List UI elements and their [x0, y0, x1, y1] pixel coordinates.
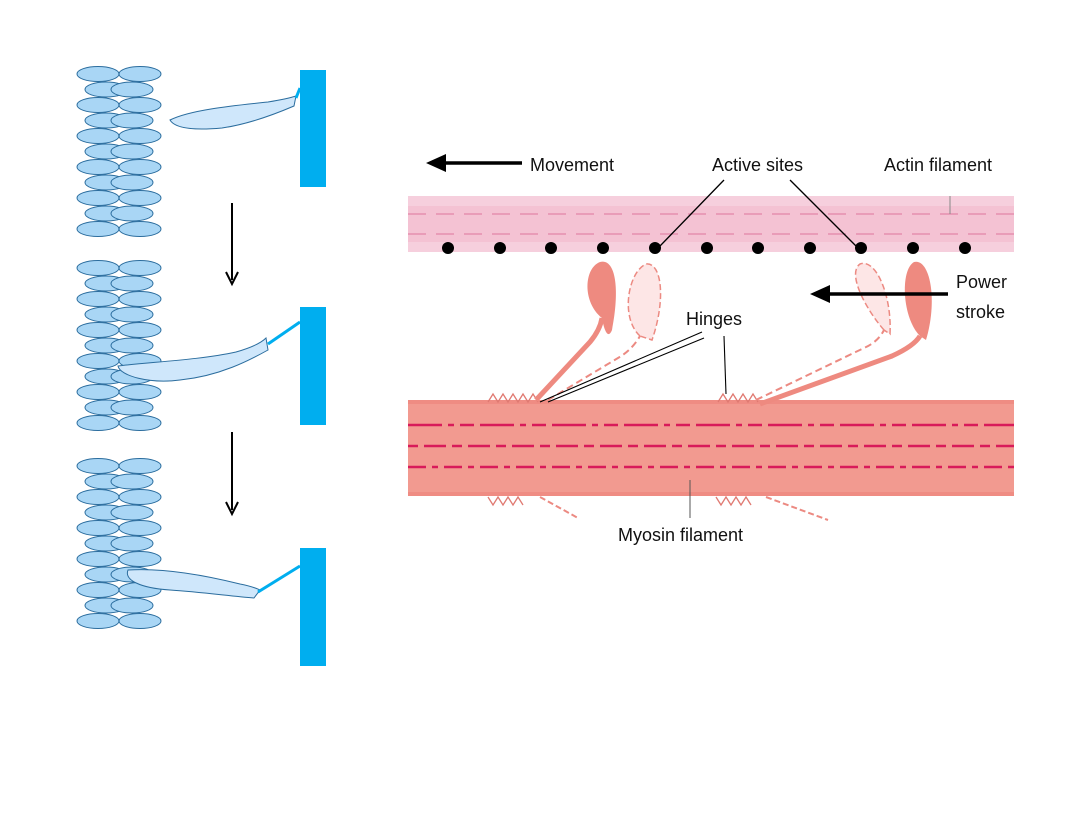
myosin-head [169, 95, 297, 130]
actin-bead [110, 597, 154, 614]
hinges-leader-1 [539, 331, 703, 403]
active-site-dot-11 [959, 242, 971, 254]
actin-bead [76, 291, 120, 307]
label-power: Power [956, 272, 1007, 292]
actin-bead [110, 535, 154, 552]
hinge-right [715, 392, 759, 507]
actin-bead [76, 520, 120, 536]
movement-arrow-icon [426, 154, 522, 172]
label-hinges: Hinges [686, 309, 742, 329]
actin-bead [118, 415, 162, 431]
actin-bead [110, 205, 154, 222]
actin-bead [118, 66, 162, 82]
actin-bead [76, 322, 120, 338]
crossbridge-step-1 [76, 66, 326, 237]
actin-bead [118, 613, 162, 629]
active-site-dot-8 [804, 242, 816, 254]
actin-bead [118, 97, 162, 113]
actin-bead [110, 275, 154, 292]
actin-bead [118, 159, 162, 175]
actin-bead [110, 473, 154, 490]
myosin-head [117, 336, 269, 382]
myosin-head-right-solid [759, 261, 932, 407]
actin-bead [118, 322, 162, 338]
active-site-dot-10 [907, 242, 919, 254]
actin-bead [118, 489, 162, 505]
actin-bead [118, 291, 162, 307]
step-arrow-1 [225, 203, 239, 287]
actin-bead [76, 190, 120, 206]
myosin-neck-line [257, 564, 301, 594]
actin-bead [110, 143, 154, 160]
myosin-thick-bar [300, 307, 326, 425]
actin-bead [118, 384, 162, 400]
active-sites-dots [442, 242, 971, 254]
active-site-dot-4 [597, 242, 609, 254]
actin-bead [76, 415, 120, 431]
active-site-dot-2 [494, 242, 506, 254]
active-site-dot-6 [701, 242, 713, 254]
actin-bead [110, 337, 154, 354]
label-actin-filament: Actin filament [884, 155, 992, 175]
actin-bead [118, 221, 162, 237]
actin-bead [76, 66, 120, 82]
actin-bead [76, 489, 120, 505]
label-myosin-filament: Myosin filament [618, 525, 743, 545]
active-sites-leader-right [789, 179, 857, 247]
hinges-leader-3 [723, 335, 727, 395]
active-site-dot-3 [545, 242, 557, 254]
active-site-dot-7 [752, 242, 764, 254]
step-arrow-2 [225, 432, 239, 517]
label-stroke: stroke [956, 302, 1005, 322]
myosin-head-left-solid [534, 261, 616, 402]
active-site-dot-5 [649, 242, 661, 254]
actin-bead [118, 260, 162, 276]
actin-bead [110, 306, 154, 323]
actin-bead [76, 159, 120, 175]
label-active-sites: Active sites [712, 155, 803, 175]
hinge-left [487, 392, 539, 507]
actin-bead [118, 458, 162, 474]
crossbridge-steps [76, 66, 326, 666]
actin-bead [76, 353, 120, 369]
myosin-head-right-dashed [755, 262, 891, 401]
active-site-dot-9 [855, 242, 867, 254]
actin-bead [118, 128, 162, 144]
actin-bead [76, 221, 120, 237]
power-stroke-arrow-icon [810, 285, 948, 303]
actin-bead [110, 81, 154, 98]
actin-bead [76, 551, 120, 567]
actin-bead [110, 112, 154, 129]
actin-bead [110, 399, 154, 416]
actin-bead [118, 551, 162, 567]
myosin-thick-bar [300, 548, 326, 666]
actin-bead [76, 384, 120, 400]
actin-bead [118, 520, 162, 536]
actin-bead [76, 613, 120, 629]
actin-bead [76, 128, 120, 144]
myosin-head-left-dashed [547, 263, 662, 401]
label-movement: Movement [530, 155, 614, 175]
active-site-dot-1 [442, 242, 454, 254]
actin-bead [76, 582, 120, 598]
actin-bead [110, 174, 154, 191]
crossbridge-step-3 [76, 458, 326, 666]
crossbridge-step-2 [76, 260, 326, 431]
actin-bead [76, 458, 120, 474]
active-sites-leader-left [659, 179, 725, 247]
actin-bead [110, 504, 154, 521]
hinges-leader-2 [547, 337, 705, 403]
actin-bead [76, 260, 120, 276]
myosin-neck-line [294, 87, 302, 99]
myosin-thick-bar [300, 70, 326, 187]
myosin-neck-line [267, 320, 301, 346]
actin-bead [76, 97, 120, 113]
actin-bead [118, 190, 162, 206]
